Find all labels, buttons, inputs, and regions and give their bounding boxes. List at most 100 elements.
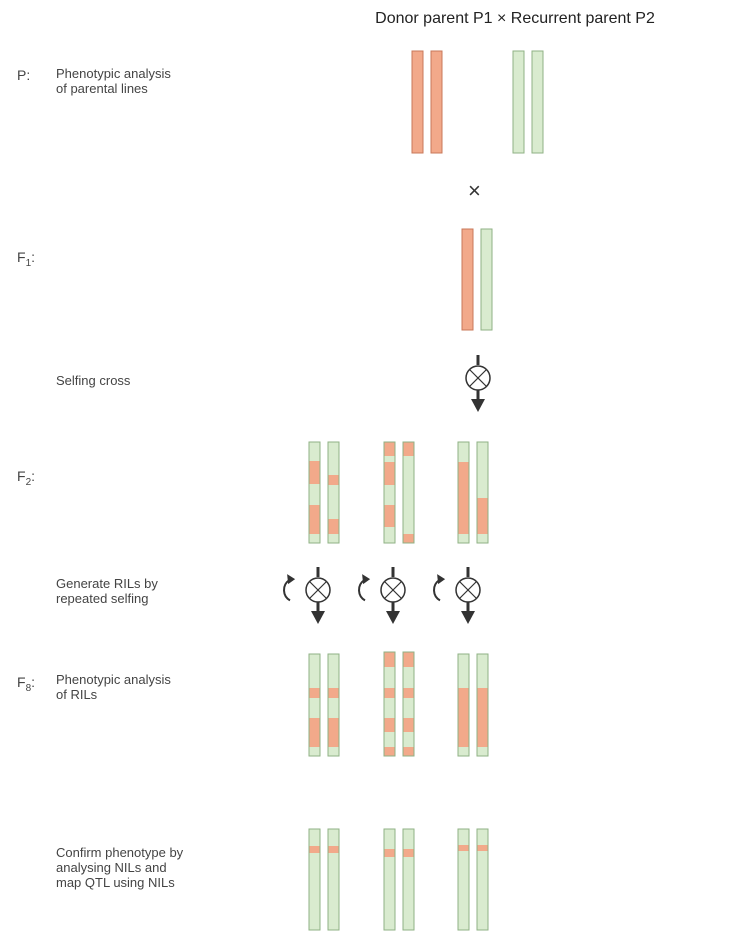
circular-repeat-arrow-icon [283,579,291,602]
chromosome-f2-line2-b-segment-3 [403,534,414,543]
chromosome-f2-line3-b [476,441,489,544]
chromosome-p1-a [411,50,424,154]
chromosome-nil-3-b-segment-3 [477,851,488,930]
chromosome-f8-line2-b-segment-1 [403,652,414,667]
chromosome-f8-line3-b-segment-2 [477,688,488,747]
chromosome-nil-1-a [308,828,321,931]
chromosome-nil-1-a-segment-3 [309,853,320,930]
chromosome-f8-line2-a-segment-7 [384,747,395,756]
chromosome-f2-line1-b-segment-2 [328,475,339,485]
label-selfing-cross: Selfing cross [56,373,131,388]
chromosome-f8-line1-a-segment-2 [309,688,320,698]
circular-repeat-arrow-icon [358,579,366,602]
chromosome-nil-3-b [476,828,489,931]
circular-repeat-arrow-icon-head [437,574,446,585]
cross-symbol: × [468,178,481,203]
chromosome-f8-line2-a-segment-2 [384,667,395,688]
gen-label-f1: F1: [17,249,36,269]
chromosome-f2-line3-a-segment-1 [458,442,469,462]
chromosome-f8-line1-b [327,653,340,757]
label-confirm-nils: Confirm phenotype by analysing NILs and … [56,845,184,890]
chromosome-f1-donor-segment-1 [462,229,473,330]
chromosome-nil-1-a-segment-1 [309,829,320,846]
chromosome-nil-1-b [327,828,340,931]
chromosome-f8-line2-b-segment-6 [403,732,414,747]
chromosome-f2-line1-b [327,441,340,544]
label-ril-analysis: Phenotypic analysis of RILs [56,672,171,702]
chromosome-nil-2-b-segment-2 [403,849,414,857]
chromosome-nil-1-b-segment-3 [328,853,339,930]
chromosome-p2-a-segment-1 [513,51,524,153]
chromosome-f2-line2-a [383,441,396,544]
chromosome-f8-line3-a-segment-2 [458,688,469,747]
chromosome-f8-line2-b-segment-5 [403,718,414,732]
chromosome-f8-line2-a-segment-1 [384,652,395,667]
chromosome-nil-1-b-segment-1 [328,829,339,846]
label-generate-rils: Generate RILs by repeated selfing [56,576,158,606]
chromosome-f2-line2-b-segment-1 [403,442,414,456]
chromosome-f2-line1-b-segment-1 [328,442,339,475]
chromosome-f2-line1-b-segment-4 [328,519,339,534]
chromosome-p2-a [512,50,525,154]
chromosome-f2-line2-b-segment-2 [403,456,414,534]
chromosome-f2-line2-a-segment-4 [384,485,395,505]
selfing-cross-icon-x2 [469,369,487,387]
chromosome-f2-line3-b-segment-3 [477,534,488,543]
chromosome-f8-line2-b-segment-3 [403,688,414,698]
chromosome-nil-2-a-segment-1 [384,829,395,849]
down-arrow-icon [311,611,325,624]
down-arrow-icon [386,611,400,624]
chromosome-nil-2-b-segment-3 [403,857,414,930]
chromosome-f2-line2-a-segment-2 [384,456,395,462]
chromosome-f8-line3-b-segment-1 [477,654,488,688]
chromosome-f8-line1-b-segment-1 [328,654,339,688]
chromosome-nil-1-b-segment-2 [328,846,339,853]
selfing-cross-icon-x2 [459,581,477,599]
chromosome-f8-line1-b-segment-3 [328,698,339,718]
chromosome-f8-line1-a-segment-1 [309,654,320,688]
chromosome-f2-line1-a-segment-4 [309,505,320,534]
chromosome-nil-3-a [457,828,470,931]
chromosome-p2-b-segment-1 [532,51,543,153]
chromosome-f2-line1-a-segment-5 [309,534,320,543]
chromosome-f1-donor [461,228,474,331]
down-arrow-icon [471,399,485,412]
chromosome-f8-line2-b-segment-4 [403,698,414,718]
chromosome-f2-line1-a-segment-3 [309,484,320,505]
circular-repeat-arrow-icon-head [287,574,296,585]
chromosome-f2-line1-b-segment-3 [328,485,339,519]
chromosome-p2-b [531,50,544,154]
chromosome-nil-3-b-segment-2 [477,845,488,851]
chromosome-nil-1-a-segment-2 [309,846,320,853]
gen-label-f2: F2: [17,468,36,488]
chromosome-f2-line2-b [402,441,415,544]
chromosome-f2-line3-a-segment-3 [458,534,469,543]
chromosome-f2-line2-a-segment-6 [384,527,395,543]
chromosome-f8-line3-b [476,653,489,757]
chromosome-f8-line2-a-segment-3 [384,688,395,698]
chromosome-nil-2-a [383,828,396,931]
chromosome-f8-line2-a-segment-6 [384,732,395,747]
label-parental-analysis: Phenotypic analysis of parental lines [56,66,171,96]
cross-title: Donor parent P1 × Recurrent parent P2 [375,10,655,27]
chromosome-f8-line2-b-segment-7 [403,747,414,756]
chromosome-f8-line1-a-segment-3 [309,698,320,718]
chromosome-f2-line3-b-segment-2 [477,498,488,534]
chromosome-f2-line3-b-segment-1 [477,442,488,498]
chromosome-f2-line2-a-segment-5 [384,505,395,527]
chromosome-f2-line2-a-segment-3 [384,462,395,485]
chromosome-f2-line3-a [457,441,470,544]
chromosome-f8-line2-a [383,651,396,757]
chromosome-f2-line1-a-segment-1 [309,442,320,461]
chromosome-nil-3-b-segment-1 [477,829,488,845]
chromosome-f8-line1-a-segment-4 [309,718,320,747]
chromosome-f2-line3-a-segment-2 [458,462,469,534]
gen-label-f8: F8: [17,674,36,694]
chromosome-f8-line3-b-segment-3 [477,747,488,756]
chromosome-f8-line2-b-segment-2 [403,667,414,688]
chromosome-p1-b-segment-1 [431,51,442,153]
circular-repeat-arrow-icon-head [362,574,371,585]
chromosome-nil-2-b [402,828,415,931]
chromosome-f8-line3-a [457,653,470,757]
